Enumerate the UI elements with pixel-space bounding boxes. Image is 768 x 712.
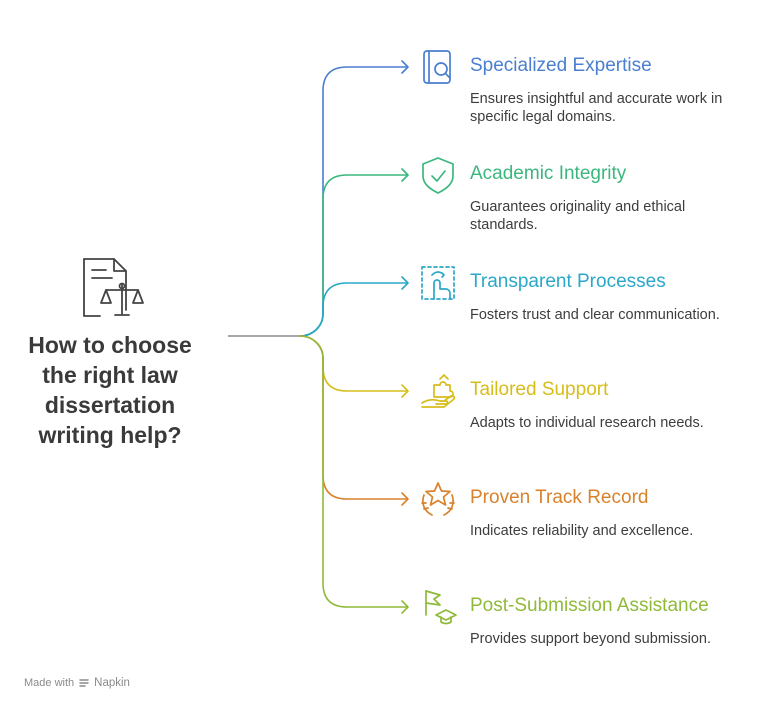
connector-5 (299, 335, 408, 500)
footer-brand: Napkin (94, 677, 130, 689)
branch-title: Proven Track Record (470, 487, 649, 508)
branch-title: Transparent Processes (470, 271, 666, 292)
connector-2 (299, 174, 408, 337)
footer: Made with Napkin (24, 677, 130, 689)
branch-description: Guarantees originality and ethical stand… (470, 199, 686, 233)
arrow-head-1 (401, 60, 409, 74)
connector-6 (299, 335, 408, 608)
branch-title: Tailored Support (470, 379, 609, 400)
arrow-head-2 (401, 168, 409, 182)
branch-description: Indicates reliability and excellence. (470, 523, 694, 539)
book-search-icon (423, 50, 451, 84)
arrow-head-3 (401, 276, 409, 290)
branch-description: Adapts to individual research needs. (470, 415, 704, 431)
frame-hand-icon (421, 266, 455, 300)
branch-description: Fosters trust and clear communication. (470, 307, 720, 323)
star-laurel-icon (421, 482, 455, 516)
branch-title: Post-Submission Assistance (470, 595, 709, 616)
arrow-head-5 (401, 492, 409, 506)
hand-puzzle-icon (421, 374, 456, 408)
shield-check-icon (422, 157, 454, 194)
branch-title: Specialized Expertise (470, 55, 652, 76)
branch-title: Academic Integrity (470, 163, 627, 184)
footer-prefix: Made with (24, 677, 75, 689)
legal-document-scales-icon (83, 258, 144, 317)
arrow-head-4 (401, 384, 409, 398)
arrow-head-6 (401, 600, 409, 614)
napkin-logo-icon (79, 679, 89, 687)
connector-1 (299, 66, 408, 337)
branch-description: Ensures insightful and accurate work in … (470, 91, 723, 125)
connector-3 (299, 282, 408, 337)
connector-lines (228, 60, 409, 614)
branch-description: Provides support beyond submission. (470, 631, 711, 647)
graduation-flag-icon (425, 590, 457, 625)
root-title: How to choose the right law dissertation… (28, 332, 192, 448)
connector-4 (299, 335, 408, 392)
